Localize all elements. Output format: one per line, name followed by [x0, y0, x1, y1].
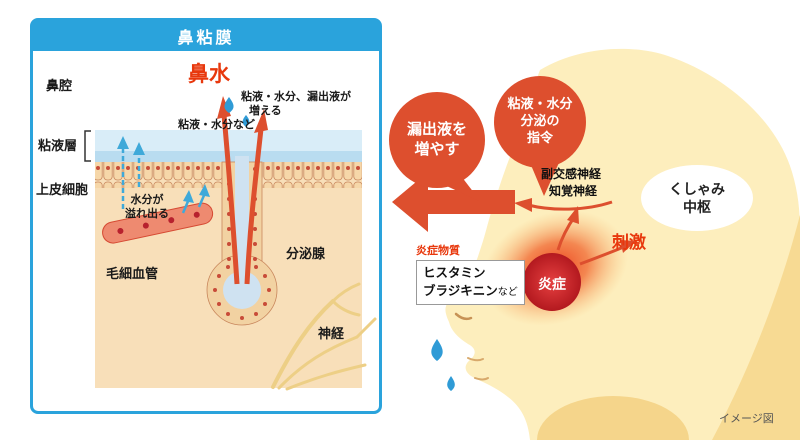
nasal-drip-droplet: [431, 339, 443, 361]
nasal-mucosa-panel: 鼻粘膜: [30, 18, 382, 414]
stimulus-label: 刺激: [612, 233, 646, 252]
signal-arrows: [514, 198, 636, 266]
mucus-layer-bracket: [84, 130, 91, 162]
substances-box: ヒスタミン ブラジキニンなど: [416, 260, 525, 305]
inflammation-label: 炎症: [538, 276, 566, 292]
secretion-arrows: [217, 96, 268, 285]
leak-bubble-text: 漏出液を 増やす: [406, 121, 467, 158]
note-overflow: 水分が 溢れ出る: [125, 194, 169, 221]
leak-bubble: [389, 92, 485, 202]
image-caption: イメージ図: [719, 413, 774, 425]
label-epithelial-cells: 上皮細胞: [36, 182, 89, 197]
lip-line: [467, 357, 484, 362]
mucus-droplet-icon: [242, 115, 250, 127]
secretion-bubble-text: 粘液・水分 分泌の 指令: [507, 96, 573, 145]
head-illustration: [389, 48, 800, 440]
nerve-fibers: [271, 282, 377, 391]
chin-line: [474, 377, 489, 381]
jaw-shading: [537, 396, 689, 440]
substances-suffix: など: [497, 286, 518, 298]
substances-title: 炎症物質: [416, 245, 460, 257]
capillary-shape: [102, 202, 214, 244]
label-nasal-cavity: 鼻腔: [46, 78, 73, 93]
secretion-bubble: [494, 76, 586, 196]
nostril-line: [454, 312, 473, 321]
nasal-drip-droplet: [447, 376, 455, 391]
note-increase: 粘液・水分、漏出液が 増える: [241, 91, 351, 118]
runny-nose-title: 鼻水: [188, 63, 230, 86]
sneeze-center-bubble: [641, 165, 753, 231]
leftward-command-arrow: [392, 172, 515, 232]
face-shading: [712, 215, 800, 440]
mucosa-illustration: [84, 96, 377, 391]
water-flow-arrows: [117, 136, 210, 214]
panel-title: 鼻粘膜: [33, 21, 379, 51]
label-secretory-gland: 分泌腺: [286, 246, 326, 261]
sneeze-center-text: くしゃみ 中枢: [669, 181, 725, 216]
label-capillary: 毛細血管: [106, 266, 159, 281]
label-parasympathetic-nerve: 副交感神経: [541, 167, 602, 181]
label-sensory-nerve: 知覚神経: [549, 184, 598, 198]
label-nerve: 神経: [318, 326, 345, 341]
inflammatory-substances: 炎症物質 ヒスタミン ブラジキニンなど: [416, 242, 525, 305]
mucus-droplet-icon: [224, 97, 234, 113]
inflammation-core: [523, 253, 581, 311]
note-mucus-water: 粘液・水分など: [178, 119, 255, 131]
label-mucus-layer: 粘液層: [38, 138, 78, 153]
